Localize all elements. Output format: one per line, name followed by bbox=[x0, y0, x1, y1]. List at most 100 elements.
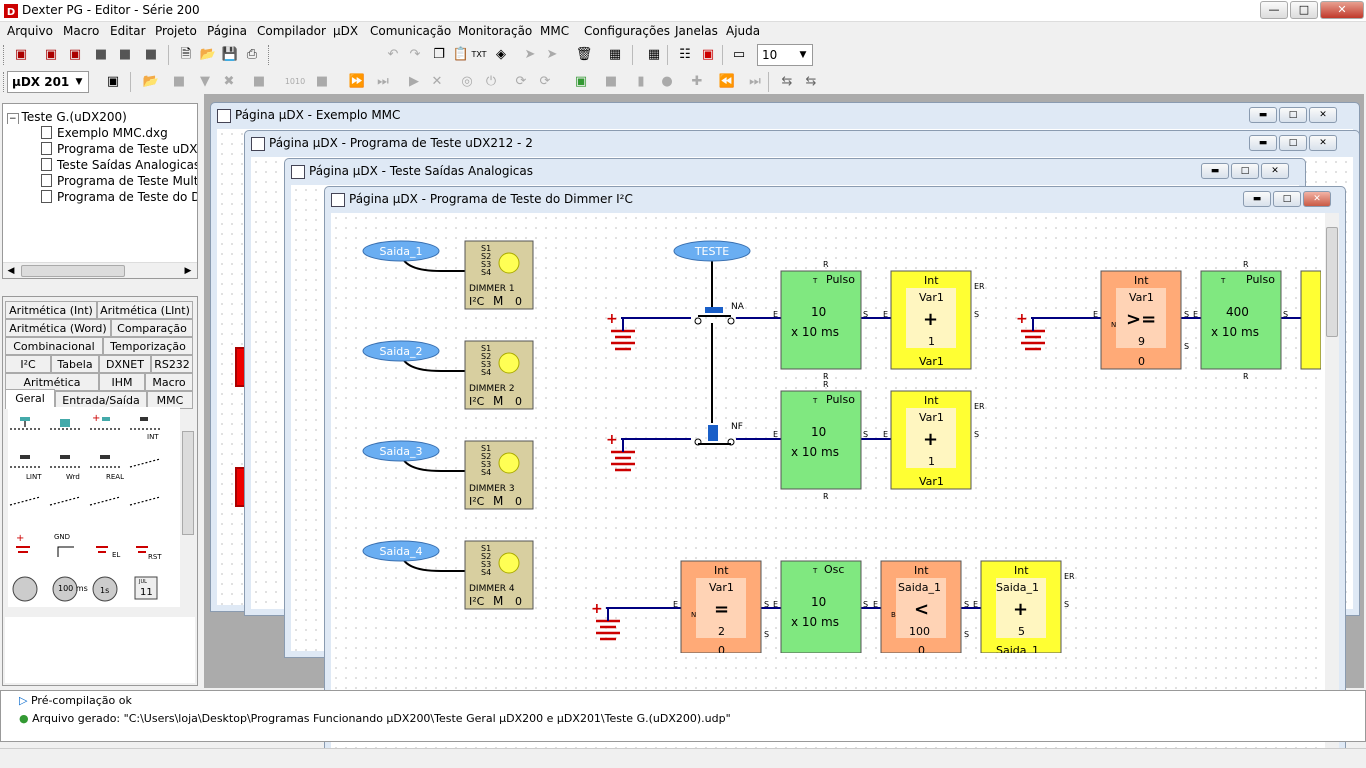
tab-temporizacao[interactable]: Temporização bbox=[103, 337, 193, 355]
target-icon[interactable]: ◎ bbox=[461, 74, 473, 89]
contact-na[interactable]: NA bbox=[694, 302, 745, 325]
tree-item[interactable]: Exemplo MMC.dxg bbox=[41, 126, 197, 140]
tab-rs232[interactable]: RS232 bbox=[151, 355, 193, 373]
refresh-icon[interactable]: ⟳ bbox=[539, 74, 551, 89]
tree-item[interactable]: Programa de Teste do Dimme bbox=[41, 190, 197, 204]
variable-saida-1[interactable]: Saida_1 bbox=[362, 240, 440, 262]
skip-icon[interactable]: ⏭ bbox=[377, 74, 389, 89]
fast-forward-icon[interactable]: ⏩ bbox=[348, 74, 366, 89]
contact-int-icon[interactable] bbox=[130, 417, 160, 430]
tab-entrada-saida[interactable]: Entrada/Saída bbox=[55, 391, 147, 409]
tab-comparacao[interactable]: Comparação bbox=[111, 319, 193, 337]
scroll-thumb[interactable] bbox=[1326, 227, 1338, 337]
tab-macro[interactable]: Macro bbox=[145, 373, 193, 391]
menu-macro[interactable]: Macro bbox=[63, 24, 100, 38]
star-icon[interactable]: ▣ bbox=[574, 74, 588, 89]
tab-tabela[interactable]: Tabela bbox=[51, 355, 99, 373]
menu-monitoracao[interactable]: Monitoração bbox=[458, 24, 533, 38]
tab-mmc[interactable]: MMC bbox=[147, 391, 193, 409]
square-icon[interactable]: ■ bbox=[94, 47, 108, 62]
window-icon[interactable]: ▭ bbox=[732, 47, 746, 62]
symbol-icon[interactable]: ◈ bbox=[496, 47, 506, 62]
trash-icon[interactable]: 🗑 bbox=[575, 47, 593, 62]
ground-icons[interactable]: + GND EL RST bbox=[16, 533, 162, 561]
minimize-button[interactable]: — bbox=[1260, 1, 1288, 19]
pulse-timer-2[interactable]: Pulso 10 x 10 ms E S R R T bbox=[773, 380, 868, 501]
tab-i2c[interactable]: I²C bbox=[5, 355, 51, 373]
int-compare-ge-block[interactable]: Int Var1 >= 9 0 E N S S bbox=[1093, 270, 1189, 370]
device-combo[interactable]: µDX 201▼ bbox=[7, 71, 89, 93]
scroll-thumb[interactable] bbox=[182, 431, 194, 535]
square-icon[interactable]: ■ bbox=[118, 47, 132, 62]
tab-aritmetica-int[interactable]: Aritmética (Int) bbox=[5, 301, 97, 319]
int-add-block-3[interactable]: Int Saida_1 + 5 Saida_1 E S ER bbox=[973, 560, 1075, 657]
close-button[interactable]: ✕ bbox=[1309, 135, 1337, 151]
minimize-button[interactable]: ▬ bbox=[1249, 107, 1277, 123]
swap-icon[interactable]: ⇆ bbox=[805, 74, 817, 89]
int-block-partial[interactable] bbox=[1300, 270, 1322, 370]
menu-pagina[interactable]: Página bbox=[207, 24, 247, 38]
arrow-right-icon[interactable]: ➤ bbox=[546, 47, 558, 62]
block-icon[interactable]: ✖ bbox=[223, 74, 235, 89]
rewind-icon[interactable]: ⏪ bbox=[718, 74, 736, 89]
menu-arquivo[interactable]: Arquivo bbox=[7, 24, 53, 38]
tree-item[interactable]: Teste Saídas Analogicas.dxg bbox=[41, 158, 197, 172]
maximize-button[interactable]: □ bbox=[1290, 1, 1318, 19]
int-compare-lt-block[interactable]: Int Saida_1 < 100 0 E B S S bbox=[873, 560, 969, 657]
maximize-button[interactable]: □ bbox=[1273, 191, 1301, 207]
frame-icon[interactable]: ▣ bbox=[701, 47, 715, 62]
udx-save-icon[interactable]: ▣ bbox=[68, 47, 82, 62]
stop-icon[interactable]: ✕ bbox=[431, 74, 443, 89]
toolbar-grip[interactable] bbox=[3, 72, 6, 92]
toolbar-grip[interactable] bbox=[268, 45, 271, 65]
variable-saida-4[interactable]: Saida_4 bbox=[362, 540, 440, 562]
contact-nf[interactable]: NF bbox=[694, 422, 743, 446]
device-icon[interactable]: ▣ bbox=[106, 74, 120, 89]
tree-root[interactable]: −Teste G.(uDX200) bbox=[7, 110, 127, 124]
pulse-timer-3[interactable]: Pulso 400 x 10 ms E S R R T bbox=[1193, 260, 1288, 381]
arrow-right-icon[interactable]: ➤ bbox=[524, 47, 536, 62]
grid-icon[interactable]: ☷ bbox=[679, 47, 691, 62]
oscillator-block[interactable]: Osc 10 x 10 ms E S T bbox=[773, 560, 868, 654]
block-icon[interactable]: ■ bbox=[604, 74, 618, 89]
swap-icon[interactable]: ⇆ bbox=[781, 74, 793, 89]
udx-new-icon[interactable]: ▣ bbox=[14, 47, 28, 62]
paste-icon[interactable]: 📋 bbox=[452, 47, 470, 62]
properties-icon[interactable]: ▦ bbox=[608, 47, 622, 62]
ladder-diagram[interactable]: ++++ Saida_1 Saida_2 Saida_3 Saida_4 TES… bbox=[331, 213, 1322, 657]
power-icon[interactable]: ⏻ bbox=[485, 74, 497, 89]
clock-icons[interactable]: 100 ms 1s JUL 11 bbox=[12, 576, 158, 602]
int-compare-eq-block[interactable]: Int Var1 = 2 0 E N S S bbox=[673, 560, 769, 657]
int-add-block-2[interactable]: Int Var1 + 1 Var1 E S ER bbox=[883, 390, 985, 490]
menu-comunicacao[interactable]: Comunicação bbox=[370, 24, 452, 38]
tab-aritmetica-lint[interactable]: Aritmética (LInt) bbox=[97, 301, 193, 319]
close-button[interactable]: ✕ bbox=[1320, 1, 1364, 19]
new-page-icon[interactable]: 🗎 bbox=[180, 47, 192, 62]
zoom-combo[interactable]: 10▼ bbox=[757, 44, 813, 66]
maximize-button[interactable]: □ bbox=[1279, 135, 1307, 151]
tree-item[interactable]: Programa de Teste Multiplexa bbox=[41, 174, 197, 188]
tree-hscrollbar[interactable]: ◀ ▶ bbox=[3, 262, 197, 278]
pause-icon[interactable]: ▮ bbox=[637, 74, 645, 89]
tab-aritmetica-word[interactable]: Aritmética (Word) bbox=[5, 319, 111, 337]
contact-input-icon[interactable]: + bbox=[90, 413, 120, 430]
tab-dxnet[interactable]: DXNET bbox=[99, 355, 151, 373]
menu-editar[interactable]: Editar bbox=[110, 24, 146, 38]
variable-saida-2[interactable]: Saida_2 bbox=[362, 340, 440, 362]
block-icon[interactable]: ■ bbox=[252, 74, 266, 89]
scroll-right-icon[interactable]: ▶ bbox=[184, 266, 192, 276]
copy-icon[interactable]: ❐ bbox=[433, 47, 445, 62]
maximize-button[interactable]: □ bbox=[1231, 163, 1259, 179]
tab-combinacional[interactable]: Combinacional bbox=[5, 337, 103, 355]
binary-icon[interactable]: 1010 bbox=[284, 77, 306, 86]
properties-icon[interactable]: ▦ bbox=[647, 47, 661, 62]
udx-open-icon[interactable]: ▣ bbox=[44, 47, 58, 62]
tree-item[interactable]: Programa de Teste uDX212 - bbox=[41, 142, 197, 156]
block-icon[interactable]: ▼ bbox=[200, 74, 210, 89]
close-button[interactable]: ✕ bbox=[1309, 107, 1337, 123]
scroll-left-icon[interactable]: ◀ bbox=[7, 266, 15, 276]
open-folder-icon[interactable]: 📂 bbox=[142, 74, 160, 89]
